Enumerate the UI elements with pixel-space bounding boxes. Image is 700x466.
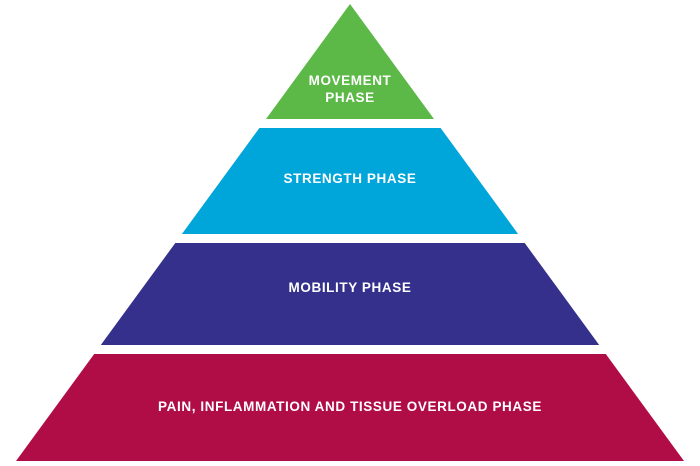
tier-strength-phase (181, 128, 519, 234)
tier-movement-phase-label-line1: MOVEMENT (309, 73, 392, 88)
tier-strength-phase-label: STRENGTH PHASE (284, 171, 417, 186)
tier-pain-inflammation-tissue-overload-phase-label: PAIN, INFLAMMATION AND TISSUE OVERLOAD P… (158, 399, 542, 414)
tier-mobility-phase (100, 243, 600, 345)
tier-mobility-phase-label: MOBILITY PHASE (289, 280, 412, 295)
tier-pain-inflammation-tissue-overload-phase (16, 354, 684, 461)
tier-movement-phase (266, 4, 434, 119)
tier-movement-phase-label-line2: PHASE (325, 90, 375, 105)
